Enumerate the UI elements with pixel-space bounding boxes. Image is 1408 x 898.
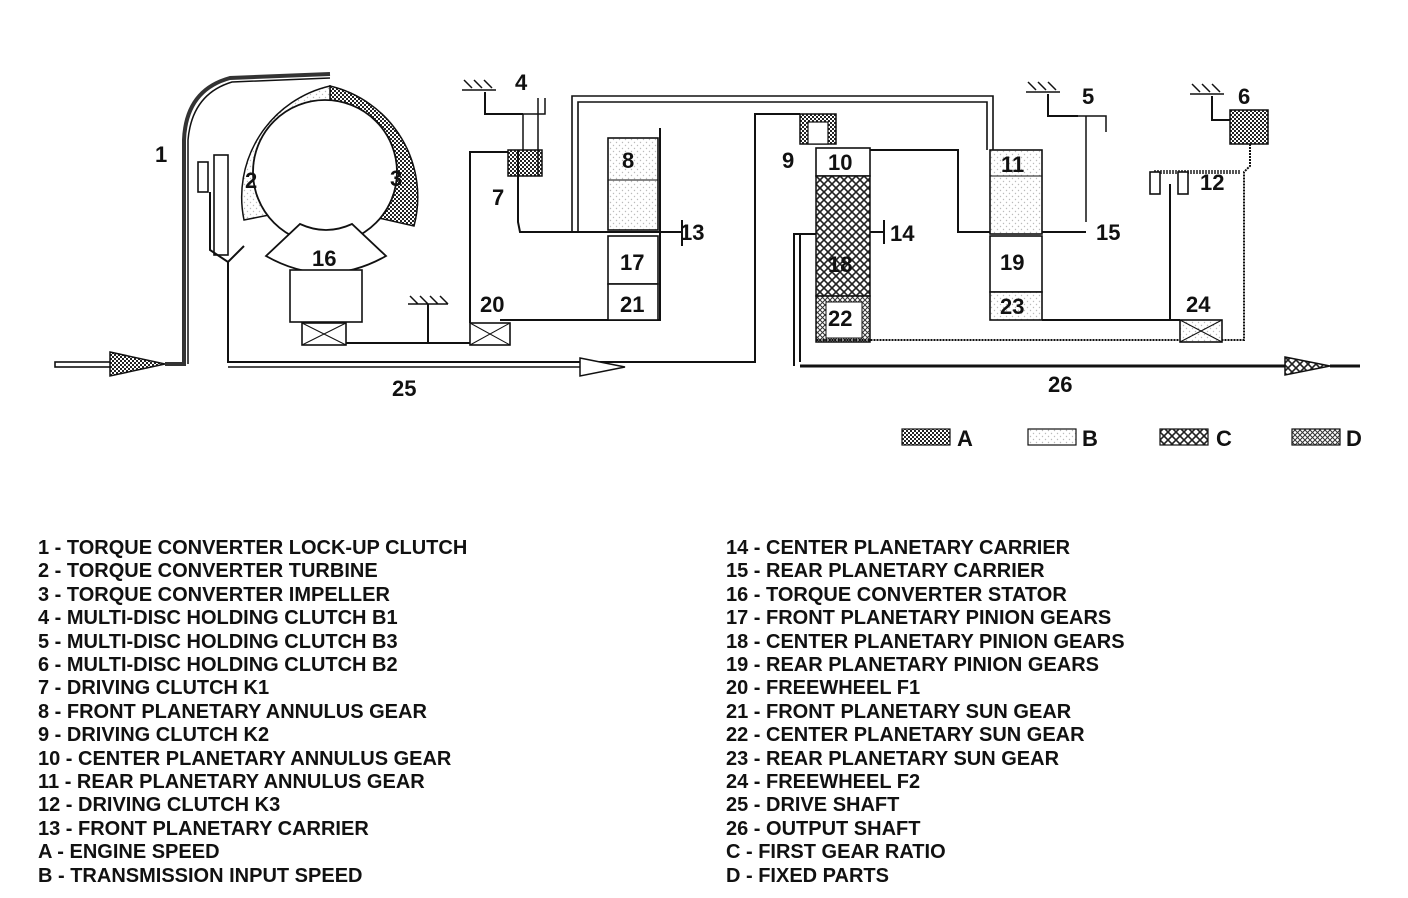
legend-swatch-b [1027,428,1077,446]
label-24: 24 [1186,292,1211,317]
label-25: 25 [392,376,416,401]
legend-label-c: C [1216,426,1232,451]
key-item: 10 - CENTER PLANETARY ANNULUS GEAR [38,747,452,770]
label-2: 2 [245,168,257,193]
label-26: 26 [1048,372,1072,397]
label-9: 9 [782,148,794,173]
key-item: 8 - FRONT PLANETARY ANNULUS GEAR [38,700,427,723]
legend-swatch-a [901,428,951,446]
label-22: 22 [828,306,852,331]
key-item: 5 - MULTI-DISC HOLDING CLUTCH B3 [38,630,398,653]
label-1: 1 [155,142,167,167]
center-planetary [793,113,1086,366]
legend-label-b: B [1082,426,1098,451]
key-item: 23 - REAR PLANETARY SUN GEAR [726,747,1060,770]
component-key-left: 1 - TORQUE CONVERTER LOCK-UP CLUTCH 2 - … [38,537,467,888]
key-item: A - ENGINE SPEED [38,841,220,864]
label-6: 6 [1238,84,1250,109]
key-item: 22 - CENTER PLANETARY SUN GEAR [726,724,1085,747]
key-item: 17 - FRONT PLANETARY PINION GEARS [726,607,1112,630]
key-item: 24 - FREEWHEEL F2 [726,771,921,794]
key-item: 21 - FRONT PLANETARY SUN GEAR [726,700,1072,723]
key-item: 9 - DRIVING CLUTCH K2 [38,724,270,747]
label-18: 18 [828,252,852,277]
key-item: 16 - TORQUE CONVERTER STATOR [726,583,1067,606]
key-item: 1 - TORQUE CONVERTER LOCK-UP CLUTCH [38,537,468,559]
label-13: 13 [680,220,704,245]
key-item: 19 - REAR PLANETARY PINION GEARS [726,654,1100,677]
label-21: 21 [620,292,644,317]
lock-up-clutch [197,113,800,363]
label-5: 5 [1082,84,1094,109]
component-key-right: 14 - CENTER PLANETARY CARRIER 15 - REAR … [726,537,1125,888]
key-item: 26 - OUTPUT SHAFT [726,817,921,840]
key-item: D - FIXED PARTS [726,864,889,887]
front-planetary [571,95,994,321]
key-item: 25 - DRIVE SHAFT [726,794,900,817]
input-shaft [54,72,331,377]
converter-hub [252,99,398,245]
label-15: 15 [1096,220,1120,245]
stator-hub [289,269,363,323]
key-item: 3 - TORQUE CONVERTER IMPELLER [38,583,390,606]
label-20: 20 [480,292,504,317]
key-item: C - FIRST GEAR RATIO [726,841,946,864]
key-item: 7 - DRIVING CLUTCH K1 [38,677,270,700]
shading-legend: A B C D [901,426,1362,451]
key-item: 11 - REAR PLANETARY ANNULUS GEAR [38,771,425,794]
legend-label-d: D [1346,426,1362,451]
label-12: 12 [1200,170,1224,195]
label-23: 23 [1000,294,1024,319]
driving-clutch-k1 [462,79,682,323]
key-item: 2 - TORQUE CONVERTER TURBINE [38,560,378,583]
label-16: 16 [312,246,336,271]
label-7: 7 [492,185,504,210]
key-item: 20 - FREEWHEEL F1 [726,677,921,700]
label-17: 17 [620,250,644,275]
key-item: B - TRANSMISSION INPUT SPEED [38,864,363,887]
drive-shaft-arrow [579,357,626,377]
label-3: 3 [390,166,402,191]
key-item: 4 - MULTI-DISC HOLDING CLUTCH B1 [38,607,398,630]
freewheel-f1 [301,295,511,346]
key-item: 18 - CENTER PLANETARY PINION GEARS [726,630,1125,653]
rear-planetary [989,81,1107,321]
label-14: 14 [890,221,915,246]
key-item: 14 - CENTER PLANETARY CARRIER [726,537,1071,559]
legend-swatch-c [1159,428,1209,446]
key-item: 6 - MULTI-DISC HOLDING CLUTCH B2 [38,654,398,677]
legend-swatch-d [1291,428,1341,446]
label-8: 8 [622,148,634,173]
label-4: 4 [515,70,528,95]
key-item: 13 - FRONT PLANETARY CARRIER [38,817,369,840]
key-item: 15 - REAR PLANETARY CARRIER [726,560,1045,583]
key-item: 12 - DRIVING CLUTCH K3 [38,794,281,817]
label-10: 10 [828,150,852,175]
label-11: 11 [1001,152,1024,177]
output-shaft-arrow [1284,356,1331,376]
label-19: 19 [1000,250,1024,275]
legend-label-a: A [957,426,973,451]
clutch-k3-b2-f2 [800,83,1360,376]
